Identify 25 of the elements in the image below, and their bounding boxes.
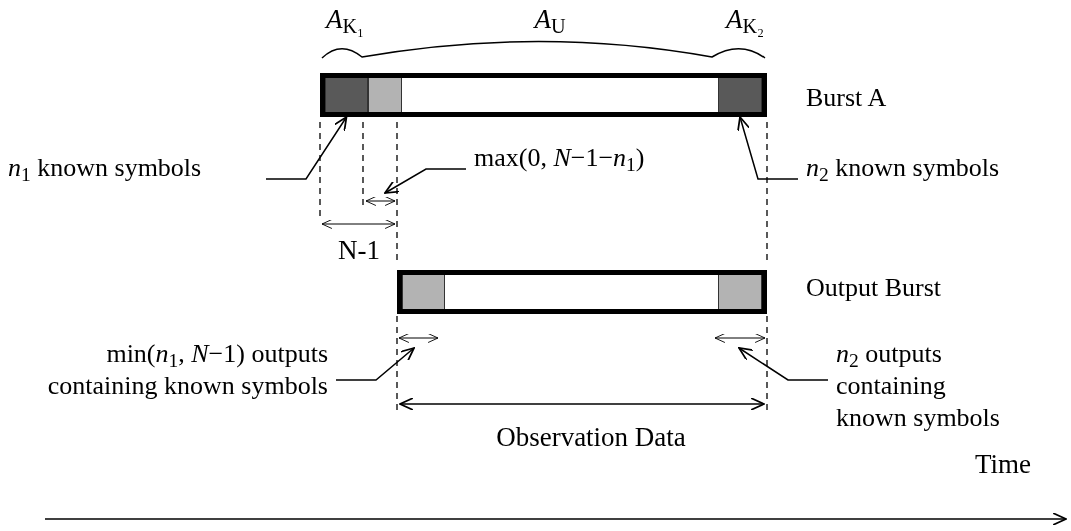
text-label: Time (974, 448, 1032, 481)
leader-line (737, 116, 799, 180)
text-label: Observation Data (495, 421, 687, 454)
leader-line (265, 116, 348, 180)
symbol-segment (718, 78, 762, 112)
annotation-text: n$_{2}$ outputs containing known symbols (836, 338, 1021, 434)
leader-line (335, 347, 415, 381)
annotation-text: max(0, N−1−n$_{1}$) (474, 142, 714, 176)
symbol-segment (368, 78, 402, 112)
annotation-text: n$_{2}$ known symbols (806, 152, 1068, 186)
leader-line (738, 347, 829, 381)
burst-bar (320, 73, 767, 117)
annotation-text: min(n$_{1}$, N−1) outputs containing known symbols (10, 338, 328, 434)
text-label: A$_{K₂}$ (723, 3, 766, 36)
text-label: N-1 (337, 234, 381, 267)
text-label: A$_{U}$ (532, 3, 567, 36)
burst-bar (397, 270, 767, 314)
burst-label: Output Burst (806, 272, 942, 304)
text-label: A$_{K₁}$ (323, 3, 366, 36)
annotation-text: n$_{1}$ known symbols (8, 152, 258, 186)
symbol-segment (402, 275, 445, 309)
symbol-segment (325, 78, 368, 112)
burst-label: Burst A (806, 82, 887, 114)
symbol-segment (718, 275, 762, 309)
leader-line (384, 168, 467, 194)
